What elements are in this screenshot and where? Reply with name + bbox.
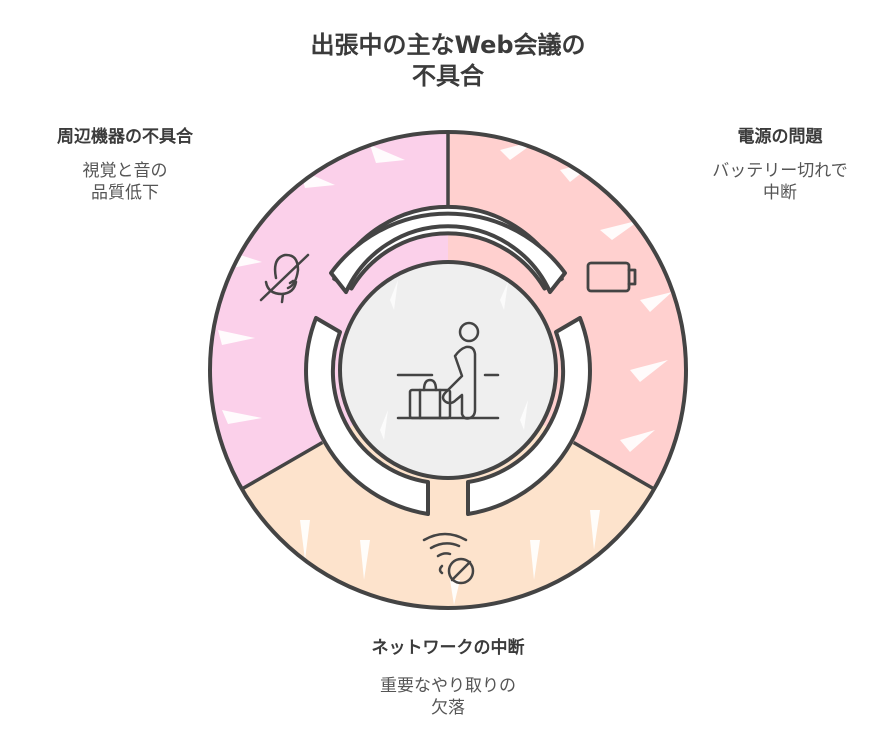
- segment-network: [241, 370, 655, 608]
- heading-power: 電源の問題: [737, 127, 823, 147]
- heading-peripherals: 周辺機器の不具合: [57, 127, 193, 147]
- description-network: 重要なやり取りの 欠落: [328, 675, 568, 719]
- title-line-2: 不具合: [412, 62, 484, 90]
- inner-arc-top-outer: [329, 211, 567, 294]
- heading-network: ネットワークの中断: [371, 638, 525, 658]
- divider-lower-left: [241, 440, 324, 491]
- diagram-title: 出張中の主なWeb会議の 不具合: [248, 30, 648, 92]
- description-power-line-2: 中断: [763, 183, 797, 203]
- description-network-line-1: 重要なやり取りの: [380, 676, 516, 696]
- divider-lower-right: [572, 440, 655, 491]
- center-circle: [338, 260, 558, 480]
- battery-empty-icon: [586, 261, 637, 293]
- description-peripherals-line-1: 視覚と音の: [82, 161, 168, 181]
- description-network-line-2: 欠落: [431, 698, 465, 718]
- microphone-off-icon: [259, 253, 310, 304]
- wifi-off-icon: [422, 532, 475, 585]
- description-power: バッテリー切れで 中断: [668, 160, 892, 204]
- description-peripherals-line-2: 品質低下: [91, 183, 159, 203]
- traveler-with-luggage-icon: [396, 321, 500, 420]
- center-streaks: [380, 280, 528, 440]
- description-power-line-1: バッテリー切れで: [712, 161, 848, 181]
- inner-arc-right: [466, 316, 592, 516]
- description-peripherals: 視覚と音の 品質低下: [20, 160, 230, 204]
- inner-arc-left: [304, 316, 430, 516]
- title-line-1: 出張中の主なWeb会議の: [310, 31, 586, 59]
